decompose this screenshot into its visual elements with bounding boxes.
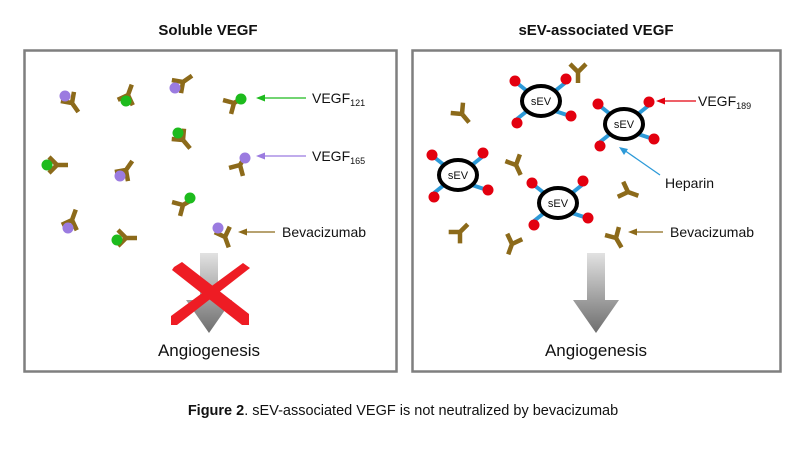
svg-text:sEV: sEV: [614, 119, 635, 131]
figure-caption: Figure 2. sEV-associated VEGF is not neu…: [188, 403, 618, 419]
antibody-vegf165-complex: [169, 69, 197, 93]
arrowhead-icon: [256, 152, 265, 160]
right-panel-title: sEV-associated VEGF: [518, 22, 673, 39]
arrowhead-icon: [619, 147, 628, 155]
bevacizumab-pointer-left: Bevacizumab: [238, 224, 366, 240]
sev-vesicle: sEV: [590, 94, 662, 154]
svg-text:sEV: sEV: [448, 170, 469, 182]
vegf165-label: VEGF165: [312, 148, 365, 166]
sev-vesicle: sEV: [424, 145, 496, 205]
vegf121-label: VEGF121: [312, 90, 365, 108]
svg-text:sEV: sEV: [531, 96, 552, 108]
right-outcome-label: Angiogenesis: [545, 341, 647, 360]
arrowhead-icon: [238, 228, 247, 236]
bevacizumab-label-left: Bevacizumab: [282, 224, 366, 240]
soluble-vegf-complexes: [41, 69, 253, 251]
antibody-vegf165-complex: [62, 207, 84, 234]
left-panel-title: Soluble VEGF: [158, 22, 257, 39]
vegf165-pointer: VEGF165: [256, 148, 365, 166]
bevacizumab-pointer-right: Bevacizumab: [628, 224, 754, 240]
left-outcome-label: Angiogenesis: [158, 341, 260, 360]
vegf189-pointer: VEGF189: [656, 93, 751, 111]
arrowhead-icon: [256, 94, 265, 102]
vegf189-label: VEGF189: [698, 93, 751, 111]
antibody-vegf121-complex: [172, 128, 196, 154]
arrowhead-icon: [628, 228, 637, 236]
arrowhead-icon: [656, 97, 665, 105]
svg-text:sEV: sEV: [548, 198, 569, 210]
antibody-vegf121-complex: [111, 230, 138, 246]
antibody-vegf165-complex: [60, 91, 85, 117]
antibody-vegf165-complex: [115, 156, 139, 181]
blocked-x-icon: [171, 262, 250, 325]
antibody-vegf121-complex: [118, 82, 140, 107]
antibody-vegf121-complex: [172, 193, 196, 216]
antibody-vegf121-complex: [223, 91, 247, 114]
antibody-vegf165-complex: [229, 151, 252, 175]
heparin-label: Heparin: [665, 175, 714, 191]
sev-vesicle: sEV: [524, 173, 596, 233]
sev-vesicle: sEV: [507, 71, 579, 131]
heparin-pointer: Heparin: [619, 147, 714, 191]
vegf121-pointer: VEGF121: [256, 90, 365, 108]
antibody-vegf165-complex: [213, 222, 237, 251]
antibody-vegf121-complex: [41, 157, 69, 173]
right-outcome-arrow: [573, 253, 619, 333]
bevacizumab-label-right: Bevacizumab: [670, 224, 754, 240]
